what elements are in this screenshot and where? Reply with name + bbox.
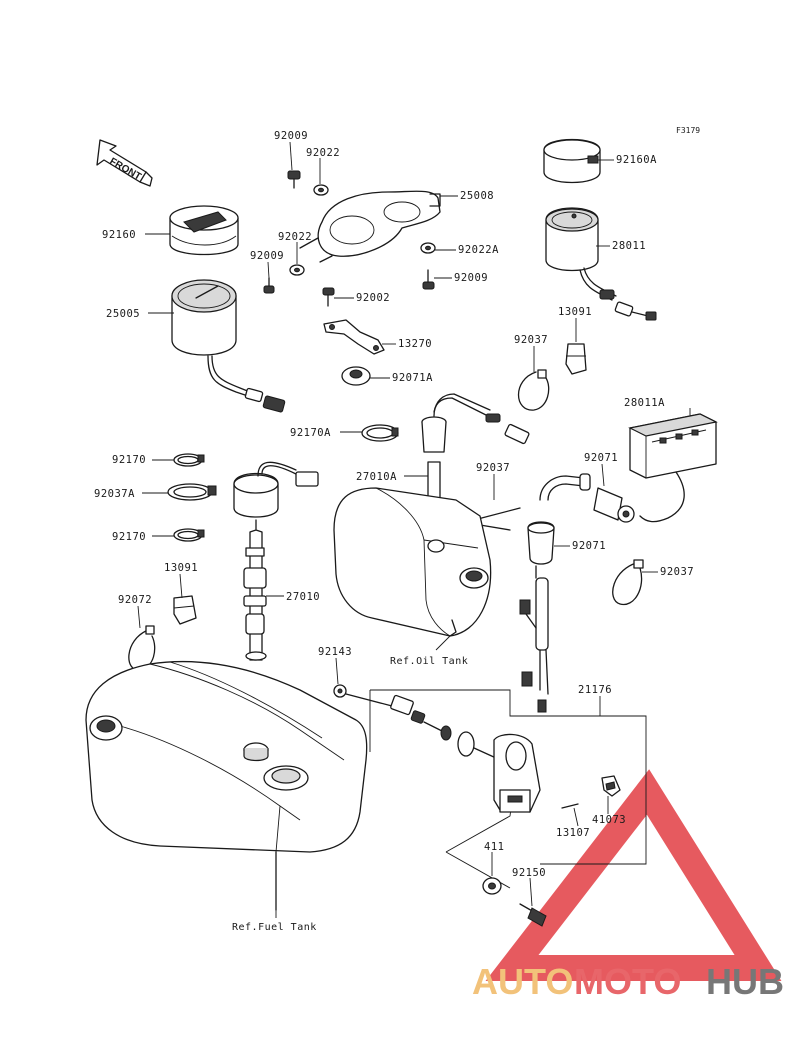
label-92160A: 92160A <box>616 154 657 166</box>
watermark-moto: MOTO <box>574 961 681 1002</box>
bolt-92009-icon <box>287 170 301 189</box>
meter-28011-icon <box>545 207 657 321</box>
label-92037A: 92037A <box>94 488 135 500</box>
watermark-triangle <box>485 769 782 981</box>
clamp-92037A-icon <box>167 483 217 501</box>
band-92037-right-icon <box>612 561 643 606</box>
label-92009-right: 92009 <box>454 272 488 284</box>
clamp-92170-bottom-icon <box>173 528 205 542</box>
label-27010: 27010 <box>286 591 320 603</box>
watermark-auto: AUTO <box>472 961 573 1002</box>
label-92022-top: 92022 <box>306 147 340 159</box>
label-92037-top: 92037 <box>514 334 548 346</box>
label-13091: 13091 <box>164 562 198 574</box>
watermark-hub: HUB <box>706 961 784 1002</box>
label-13107: 13107 <box>556 827 590 839</box>
switch-92071-icon <box>539 473 635 523</box>
label-13091-top: 13091 <box>558 306 592 318</box>
bolt-92150-icon <box>519 903 547 927</box>
indicator-panel-28011A-icon <box>628 413 718 523</box>
band-92037-icon <box>518 371 550 411</box>
level-sensor-27010A-icon <box>421 393 530 499</box>
label-92150: 92150 <box>512 867 546 879</box>
label-411: 411 <box>484 841 504 853</box>
label-92022-mid: 92022 <box>278 231 312 243</box>
label-92072: 92072 <box>118 594 152 606</box>
fuel-sender-27010-icon <box>233 461 319 661</box>
label-92170-top: 92170 <box>112 454 146 466</box>
meter-cover-92160-icon <box>169 205 239 256</box>
bolt-92009-left-icon <box>263 277 275 294</box>
clamp-92170A-icon <box>361 424 399 442</box>
figure-code: F3179 <box>676 126 700 135</box>
washer-411-icon <box>482 877 502 895</box>
label-28011A: 28011A <box>624 397 665 409</box>
label-92022A: 92022A <box>458 244 499 256</box>
fuel-tank-icon <box>85 660 368 911</box>
label-92002: 92002 <box>356 292 390 304</box>
front-arrow-icon: FRONT <box>96 139 153 187</box>
clip-13091-top-icon <box>565 343 587 375</box>
label-92143: 92143 <box>318 646 352 658</box>
fuel-switch-21176-icon <box>345 693 541 813</box>
label-92037-right: 92037 <box>660 566 694 578</box>
grommet-92071A-icon <box>341 366 371 386</box>
clip-13091-icon <box>173 595 197 625</box>
watermark-logo: AUTO MOTO HUB <box>472 961 784 1002</box>
pin-13107-icon <box>561 803 579 809</box>
clamp-92170-top-icon <box>173 453 205 467</box>
label-92170A: 92170A <box>290 427 331 439</box>
label-25008: 25008 <box>460 190 494 202</box>
label-27010A: 27010A <box>356 471 397 483</box>
label-13270: 13270 <box>398 338 432 350</box>
bolt-92002-icon <box>322 287 335 307</box>
oil-tank-ref: Ref.Oil Tank <box>390 656 468 667</box>
label-92160: 92160 <box>102 229 136 241</box>
label-92071-bottom: 92071 <box>572 540 606 552</box>
label-25005: 25005 <box>106 308 140 320</box>
label-28011: 28011 <box>612 240 646 252</box>
speedometer-25005-icon <box>171 279 286 413</box>
meter-cover-92160A-icon <box>543 138 601 184</box>
label-21176: 21176 <box>578 684 612 696</box>
label-92009-mid: 92009 <box>250 250 284 262</box>
label-92009-top: 92009 <box>274 130 308 142</box>
sender-92071-icon <box>519 521 555 713</box>
oil-tank-icon <box>333 487 492 637</box>
bracket-13270-icon <box>323 319 385 355</box>
bolt-92009-right-icon <box>422 269 435 290</box>
label-92071-top: 92071 <box>584 452 618 464</box>
label-41073: 41073 <box>592 814 626 826</box>
fuel-tank-ref: Ref.Fuel Tank <box>232 922 317 933</box>
leader-lines <box>137 141 691 918</box>
label-92037-mid: 92037 <box>476 462 510 474</box>
label-92170-bottom: 92170 <box>112 531 146 543</box>
bracket-25008-icon <box>299 190 441 263</box>
label-92071A: 92071A <box>392 372 433 384</box>
